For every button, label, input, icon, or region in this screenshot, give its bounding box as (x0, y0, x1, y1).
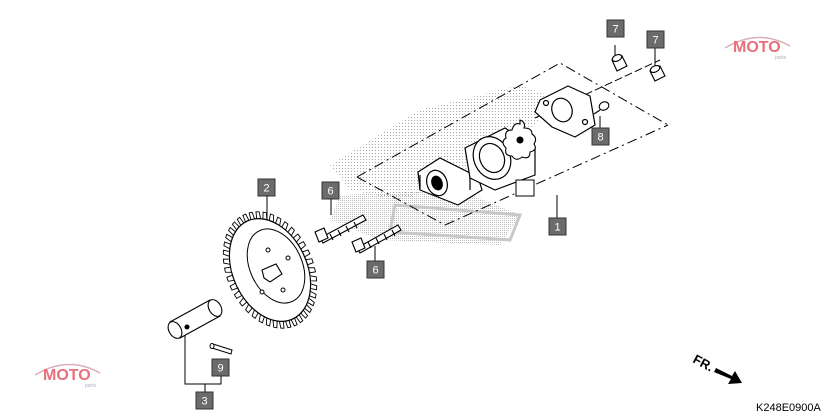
callout-6-lower: 6 (366, 260, 385, 279)
watermark-bottom: MOTO parts (34, 363, 101, 389)
flange-bolt-lower (351, 224, 402, 254)
gear-tooth (255, 211, 262, 220)
reference-box (515, 179, 535, 197)
svg-text:8: 8 (597, 132, 603, 144)
svg-text:6: 6 (372, 265, 378, 277)
callout-7-right: 7 (646, 30, 665, 49)
pump-cover (534, 85, 596, 138)
callout-6-upper: 6 (321, 181, 340, 200)
shaft-pin (209, 343, 233, 355)
svg-text:7: 7 (612, 24, 618, 36)
driven-gear (222, 211, 318, 329)
svg-text:2: 2 (263, 183, 269, 195)
svg-text:parts: parts (85, 383, 97, 389)
svg-text:6: 6 (327, 186, 333, 198)
dowel-pin-left (611, 54, 628, 72)
gear-tooth (222, 249, 231, 257)
cover-screw (593, 101, 610, 115)
svg-text:3: 3 (201, 396, 207, 408)
gear-tooth (309, 283, 318, 291)
svg-text:7: 7 (652, 35, 658, 47)
svg-text:MOTO: MOTO (733, 39, 781, 56)
inner-rotor (502, 119, 537, 160)
watermark-top: MOTO parts (724, 36, 791, 61)
callouts: 1 2 3 6 6 7 7 8 9 (195, 19, 665, 410)
callout-1: 1 (548, 217, 567, 236)
callout-3: 3 (195, 391, 214, 410)
gear-tooth (278, 320, 285, 329)
callout-9: 9 (211, 358, 230, 377)
front-direction-arrow: FR. (691, 351, 742, 384)
svg-text:MOTO: MOTO (43, 367, 91, 384)
dowel-pin-right (649, 65, 666, 82)
background-stipple (330, 85, 560, 245)
pump-shaft (167, 299, 223, 339)
flange-bolt-upper (314, 214, 367, 244)
callout-2: 2 (257, 178, 276, 197)
svg-text:1: 1 (554, 222, 560, 234)
drawing-code: K248E0900A (756, 402, 821, 414)
svg-text:9: 9 (217, 363, 223, 375)
callout-8: 8 (591, 127, 610, 146)
callout-7-left: 7 (606, 19, 625, 38)
svg-text:parts: parts (775, 55, 787, 61)
front-label: FR. (691, 351, 717, 374)
oil-pump-body (417, 157, 483, 206)
